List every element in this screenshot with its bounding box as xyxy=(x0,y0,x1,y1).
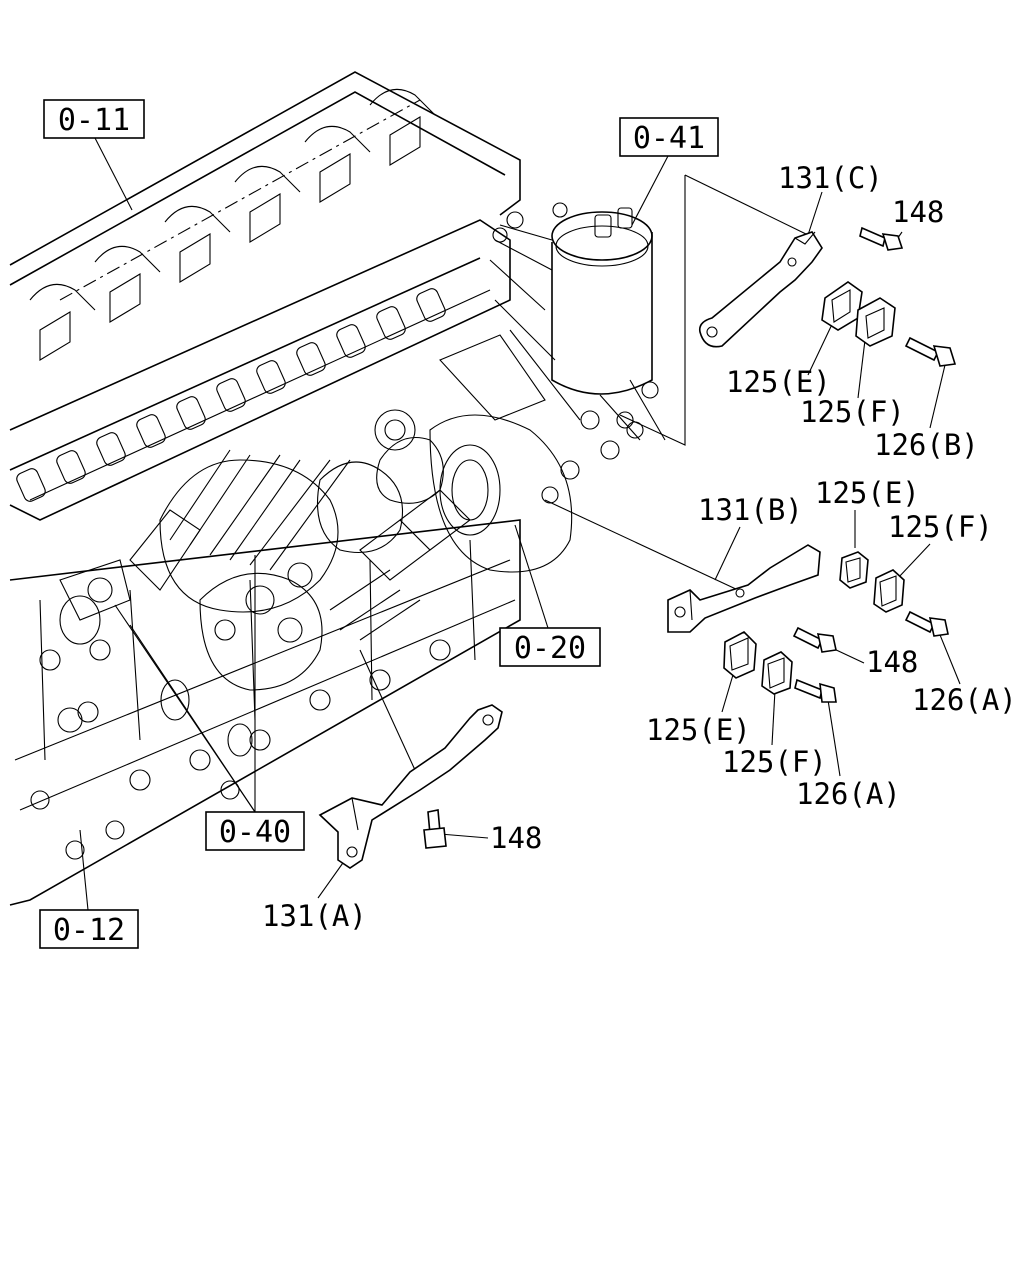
callout-126a-low: 126(A) xyxy=(796,777,901,811)
callout-125e-top: 125(E) xyxy=(726,365,831,399)
callout-125f-mid: 125(F) xyxy=(888,510,993,544)
callout-148-low: 148 xyxy=(490,821,542,855)
ref-label: 0-11 xyxy=(58,103,130,138)
callout-125f-low: 125(F) xyxy=(722,745,827,779)
bolt-148-top xyxy=(859,226,904,251)
callout-131c: 131(C) xyxy=(778,161,883,195)
callout-148-mid: 148 xyxy=(866,645,918,679)
clamp-125f-top xyxy=(855,297,896,347)
oil-filter-cartridge xyxy=(489,202,666,441)
callout-126b: 126(B) xyxy=(874,428,979,462)
ref-box-0-12[interactable]: 0-12 xyxy=(39,909,139,949)
clamp-125e-low xyxy=(723,631,757,679)
clamp-125f-mid xyxy=(873,569,905,613)
ref-box-0-11[interactable]: 0-11 xyxy=(43,99,145,139)
ref-label: 0-40 xyxy=(219,815,291,850)
callout-126a-right: 126(A) xyxy=(912,683,1017,717)
leader-lines xyxy=(79,137,961,911)
bracket-131b xyxy=(667,544,821,633)
bolt-126a-low xyxy=(794,678,837,703)
callout-125e-low: 125(E) xyxy=(646,713,751,747)
callout-148-top: 148 xyxy=(892,195,944,229)
ref-label: 0-41 xyxy=(633,121,705,156)
bolt-126b xyxy=(904,336,957,367)
bracket-131c xyxy=(698,231,823,348)
engine-block-drawing xyxy=(9,71,666,906)
clamp-125f-low xyxy=(761,651,793,695)
callout-131a: 131(A) xyxy=(262,899,367,933)
ref-label: 0-20 xyxy=(514,631,586,666)
callout-125f-top: 125(F) xyxy=(800,395,905,429)
ref-box-0-20[interactable]: 0-20 xyxy=(499,627,601,667)
ref-box-0-40[interactable]: 0-40 xyxy=(205,811,305,851)
bolt-148-mid xyxy=(792,626,837,653)
ref-box-0-41[interactable]: 0-41 xyxy=(619,117,719,157)
clamp-125e-mid xyxy=(839,551,869,589)
ref-label: 0-12 xyxy=(53,913,125,948)
clamp-125e-top xyxy=(821,281,863,331)
bracket-131a xyxy=(318,704,503,869)
callout-131b: 131(B) xyxy=(698,493,803,527)
callout-125e-mid: 125(E) xyxy=(815,476,920,510)
bolt-148-low xyxy=(423,809,447,849)
bolt-126a-right xyxy=(904,610,949,637)
